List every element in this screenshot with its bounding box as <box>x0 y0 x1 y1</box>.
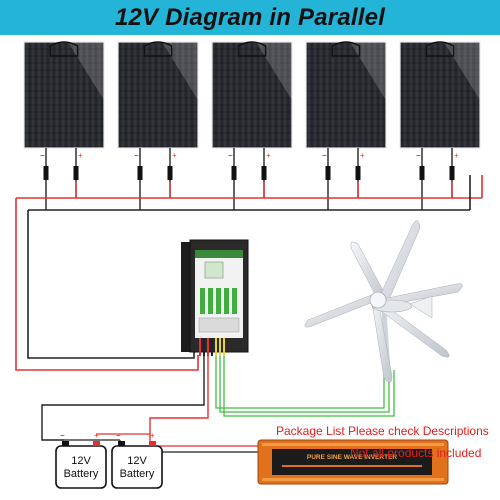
battery-negative-wire <box>41 356 205 441</box>
solar-panel-surface <box>399 41 481 149</box>
solar-panel: −+ <box>211 41 293 210</box>
battery-type-label: Battery <box>120 468 155 480</box>
solar-panel: −+ <box>23 41 105 210</box>
panel-negative-connector <box>43 166 49 180</box>
wind-turbine-wires <box>215 356 395 417</box>
panel-negative-connector <box>325 166 331 180</box>
battery-positive-terminal <box>93 441 100 446</box>
panel-negative-connector <box>231 166 237 180</box>
battery-case <box>55 445 107 489</box>
panel-negative-connector <box>419 166 425 180</box>
panel-positive-symbol: + <box>266 151 271 160</box>
inverter-stripe <box>282 465 422 467</box>
controller-display <box>204 261 224 279</box>
solar-panel-surface <box>305 41 387 149</box>
panel-positive-symbol: + <box>454 151 459 160</box>
battery-positive-terminal <box>149 441 156 446</box>
inverter-label: PURE SINE WAVE INVERTER <box>307 454 397 461</box>
battery-positive-wire <box>149 356 209 440</box>
panel-negative-symbol: − <box>228 151 233 160</box>
page-title: 12V Diagram in Parallel <box>114 3 386 31</box>
panel-negative-symbol: − <box>40 151 45 160</box>
inverter-label-plate <box>272 449 432 475</box>
solar-panel-junction-box <box>331 41 361 57</box>
panel-positive-connector <box>261 166 267 180</box>
positive-feed-wire <box>15 198 199 371</box>
solar-panel-junction-box <box>237 41 267 57</box>
panel-negative-symbol: − <box>416 151 421 160</box>
solar-panel-junction-box <box>143 41 173 57</box>
panel-positive-connector <box>355 166 361 180</box>
panel-positive-connector <box>449 166 455 180</box>
wind-turbine <box>304 220 463 383</box>
panel-positive-connector <box>167 166 173 180</box>
wind-turbine-hub <box>369 291 387 309</box>
battery-negative-terminal <box>62 441 69 446</box>
charge-controller <box>181 239 249 356</box>
negative-feed-wire <box>27 210 195 359</box>
wind-turbine-blades <box>304 220 463 383</box>
inverter-positive-wire <box>149 440 258 447</box>
panel-negative-symbol: − <box>134 151 139 160</box>
solar-panel-surface <box>211 41 293 149</box>
panel-positive-symbol: + <box>172 151 177 160</box>
solar-panel: −+ <box>117 41 199 210</box>
panel-positive-symbol: + <box>78 151 83 160</box>
solar-panel-junction-box <box>49 41 79 57</box>
battery-positive-symbol: + <box>94 431 99 440</box>
panel-bus-wires <box>15 175 483 371</box>
controller-wire-bundle <box>199 338 225 356</box>
controller-terminal-leds <box>200 288 237 314</box>
battery-positive-symbol: + <box>150 431 155 440</box>
inverter-fins <box>262 443 444 481</box>
solar-panel-surface <box>117 41 199 149</box>
wind-turbine-tail <box>409 295 433 319</box>
battery-voltage-label: 12V <box>127 455 147 467</box>
panel-negative-symbol: − <box>322 151 327 160</box>
inverter: PURE SINE WAVE INVERTER <box>257 439 449 485</box>
solar-panel: −+ <box>305 41 387 210</box>
solar-panel-surface <box>23 41 105 149</box>
controller-header-strip <box>195 250 243 258</box>
battery-negative-symbol: − <box>60 431 65 440</box>
controller-terminal-block <box>198 317 240 333</box>
solar-panel-junction-box <box>425 41 455 57</box>
solar-panel-array: −+−+−+−+−+ <box>23 41 481 210</box>
panel-positive-connector <box>73 166 79 180</box>
solar-panel: −+ <box>399 41 481 210</box>
panel-positive-symbol: + <box>360 151 365 160</box>
package-note: Package List Please check Descriptions <box>276 424 489 438</box>
battery-case <box>111 445 163 489</box>
panel-negative-connector <box>137 166 143 180</box>
battery-voltage-label: 12V <box>71 455 91 467</box>
battery-negative-symbol: − <box>116 431 121 440</box>
battery-negative-terminal <box>118 441 125 446</box>
products-note: Not all products included <box>350 446 482 460</box>
title-banner: 12V Diagram in Parallel <box>0 0 500 35</box>
battery-type-label: Battery <box>64 468 99 480</box>
